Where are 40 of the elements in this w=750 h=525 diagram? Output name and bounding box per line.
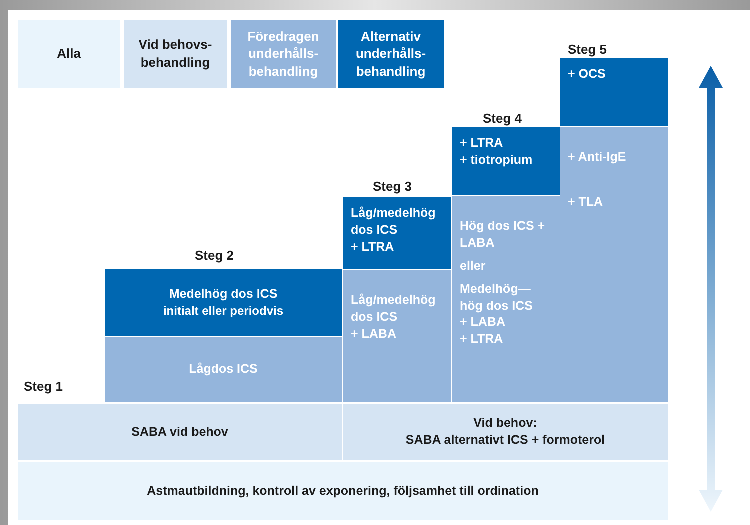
legend-text: Alla	[57, 45, 81, 63]
treatment-box	[105, 269, 342, 336]
box-text: initialt eller periodvis	[163, 302, 284, 320]
step-label: Steg 1	[24, 379, 64, 394]
box-text: + OCS	[568, 66, 606, 83]
reliever-box	[343, 404, 668, 460]
treatment-box	[452, 196, 560, 402]
box-text: + LTRA	[460, 331, 504, 348]
treatment-box	[452, 127, 560, 195]
legend-text: Föredragen underhålls-behandling	[246, 28, 320, 80]
box-text: + LTRA	[460, 135, 504, 152]
step-label: Steg 4	[483, 111, 522, 126]
box-text: Vid behov:	[474, 415, 538, 432]
box-text: Hög dos ICS + LABA	[460, 218, 546, 252]
box-text: Låg/medelhög dos ICS	[351, 205, 437, 239]
box-text: Låg/medelhög dos ICS	[351, 292, 437, 326]
box-text: + LABA	[351, 326, 396, 343]
box-text: Medelhög—hög dos ICS	[460, 280, 534, 314]
step-label: Steg 5	[568, 42, 608, 57]
treatment-box	[343, 270, 451, 402]
treatment-box	[560, 127, 668, 402]
box-text: + tiotropium	[460, 152, 533, 169]
box-text: Astmautbildning, kontroll av exponering, följsamhet till ordination	[147, 482, 539, 500]
legend-text: Vid behovs-behandling	[138, 36, 214, 72]
box-text: SABA vid behov	[132, 424, 228, 440]
box-text: + TLA	[568, 194, 604, 211]
step-label: Steg 2	[195, 248, 234, 263]
treatment-box	[105, 337, 342, 402]
reliever-box	[18, 404, 342, 460]
step-label: Steg 3	[373, 179, 412, 194]
box-text: + Anti-IgE	[568, 149, 626, 166]
legend-text: Alternativ underhålls-behandling	[354, 28, 428, 80]
box-text: Medelhög dos ICS	[169, 286, 278, 303]
box-text: SABA alternativt ICS + formoterol	[406, 432, 606, 449]
box-text: + LTRA	[351, 238, 394, 256]
box-text: + LABA	[460, 314, 506, 332]
box-text: Lågdos ICS	[189, 361, 258, 378]
treatment-box	[343, 197, 451, 269]
treatment-box	[560, 58, 668, 126]
box-text: eller	[460, 258, 486, 275]
